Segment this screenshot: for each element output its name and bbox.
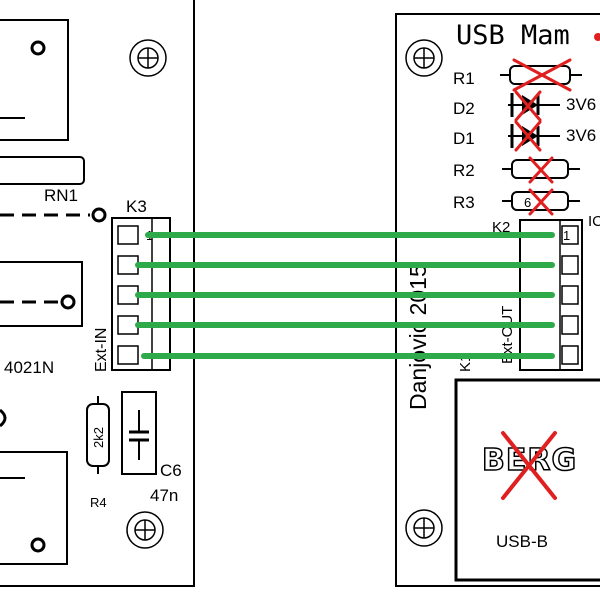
right-mount-hole-top	[405, 39, 443, 77]
right-mount-hole-bottom	[405, 509, 443, 547]
left-mount-hole-top	[129, 39, 167, 77]
right-board-outline	[395, 13, 600, 587]
r3-label: R3	[453, 193, 475, 212]
r2-cross-b	[528, 156, 554, 184]
left-top-component	[0, 19, 69, 141]
k3-connector: K3 1 Ext-IN	[93, 197, 171, 372]
ext-out-label: Ext-OUT	[499, 306, 516, 364]
removed-marks	[512, 58, 572, 216]
left-bottom-curve	[0, 408, 7, 428]
r4-label: R4	[90, 495, 107, 510]
r1-label: R1	[453, 69, 475, 88]
right-board: USB Mam R1 D2 D1 R2 R3	[395, 13, 600, 587]
d1-cross-b	[514, 120, 542, 152]
left-bottom-hole	[30, 537, 46, 553]
ic-partial-label: IC	[588, 213, 600, 230]
r3-resistor: 6	[502, 191, 580, 211]
title-red-mark	[594, 33, 600, 41]
c6-capacitor: C6 47n	[121, 391, 182, 505]
d2-value: 3V6	[566, 95, 596, 114]
d2-cross-b	[514, 90, 542, 122]
r2-resistor	[502, 159, 580, 179]
r1-cross-b	[512, 58, 572, 92]
ic-label: 4021N	[4, 358, 54, 377]
berg-logo: BERG	[482, 443, 577, 478]
r4-value: 2k2	[91, 427, 106, 448]
usb-b-label: USB-B	[496, 532, 548, 551]
left-trace-via-1	[91, 207, 107, 223]
c6-value: 47n	[150, 486, 178, 505]
d2-label: D2	[453, 99, 475, 118]
k3-pins	[117, 225, 139, 365]
r1-resistor	[500, 65, 582, 85]
wire-group	[135, 232, 555, 359]
d1-diode: 3V6	[508, 124, 596, 148]
left-trace-via-2	[60, 294, 76, 310]
rn1-label: RN1	[44, 186, 78, 205]
rn1-body	[0, 156, 85, 185]
d1-value: 3V6	[566, 126, 596, 145]
r3-value: 6	[524, 195, 531, 210]
ext-in-label: Ext-IN	[93, 328, 110, 372]
board-title: USB Mam	[456, 20, 570, 51]
left-bottom-component	[0, 451, 68, 565]
k2-pin1: 1	[563, 228, 570, 243]
r2-label: R2	[453, 161, 475, 180]
board-signature: Danjovic 2015	[405, 264, 431, 410]
r4-resistor: 2k2 R4	[86, 396, 110, 510]
left-mount-hole-bottom	[126, 511, 164, 549]
berg-cross-b	[501, 431, 557, 500]
left-top-hole	[30, 40, 46, 56]
d1-label: D1	[453, 129, 475, 148]
c6-label: C6	[160, 461, 182, 480]
r3-cross-b	[528, 188, 554, 216]
k2-label: K2	[492, 219, 510, 236]
left-mid-component	[0, 261, 83, 327]
k3-label: K3	[126, 197, 147, 216]
usb-b-connector: BERG USB-B	[454, 378, 600, 582]
k2-pins	[561, 225, 579, 365]
